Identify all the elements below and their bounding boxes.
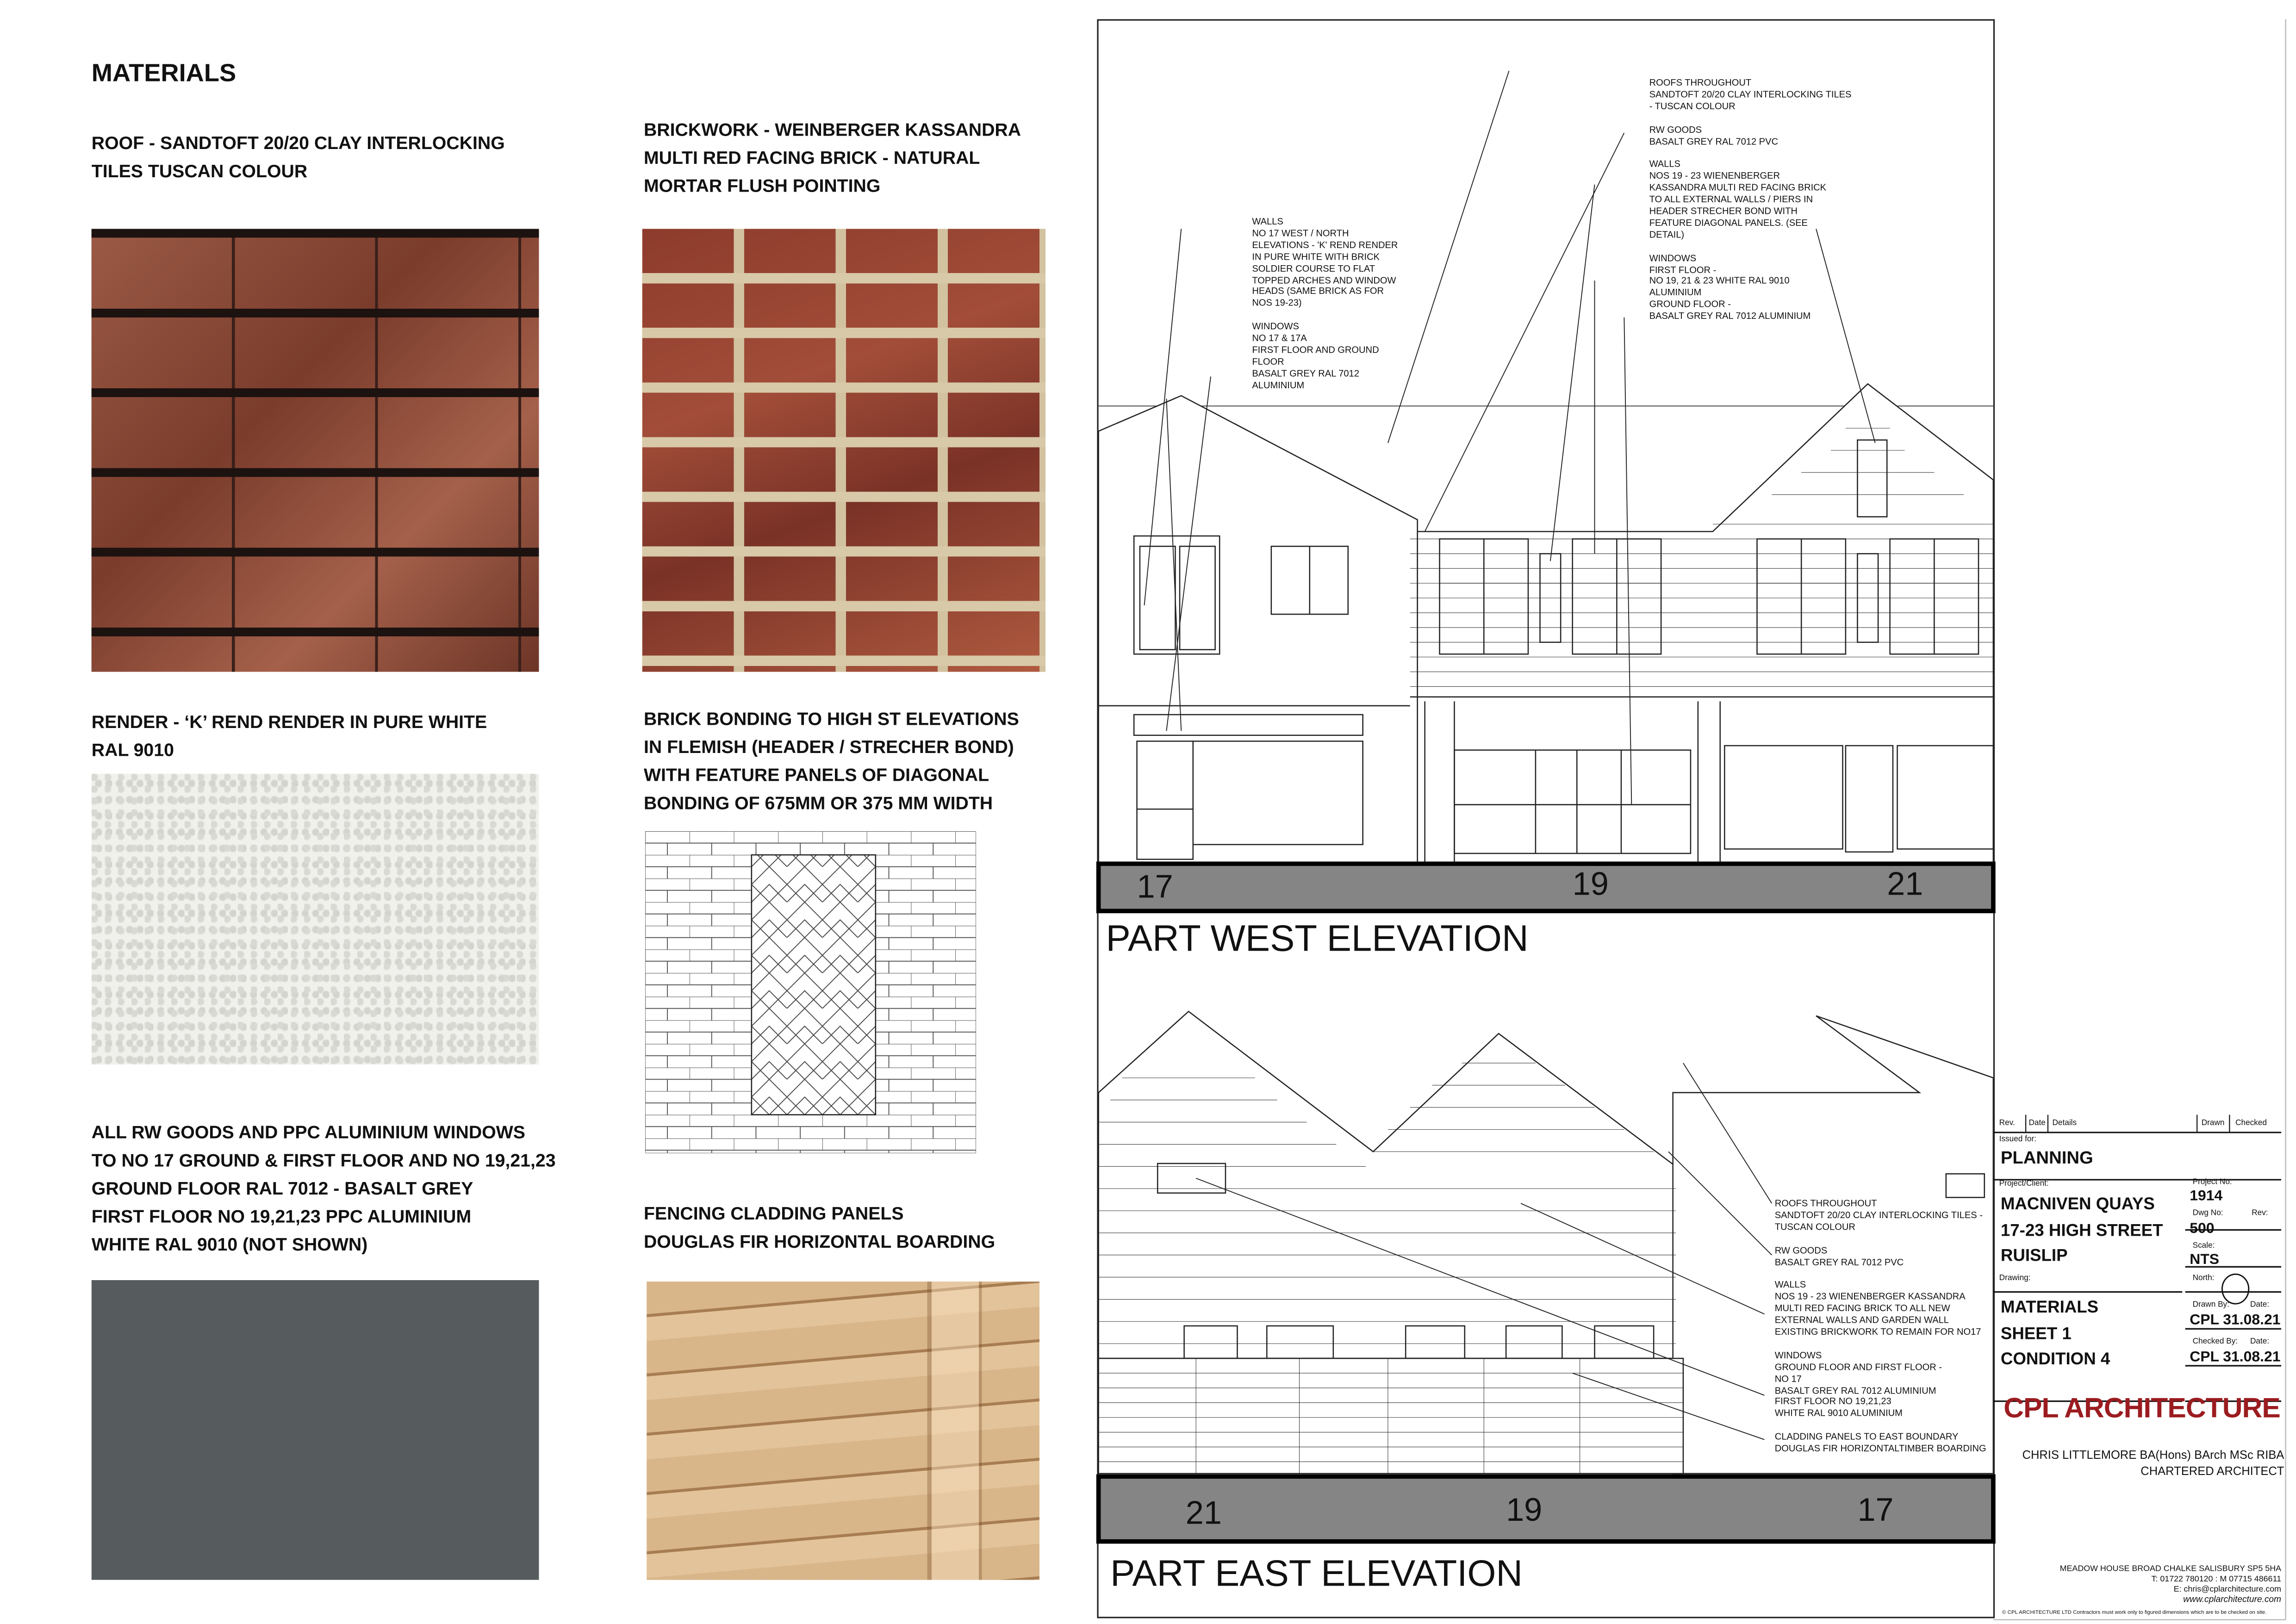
project-label: Project/Client:	[1999, 1180, 2049, 1189]
bond-label: BRICK BONDING TO HIGH ST ELEVATIONS IN F…	[643, 709, 1019, 814]
title-block-lines	[1993, 1114, 2282, 1402]
project-no-value: 1914	[2190, 1188, 2223, 1205]
fencing-label: FENCING CLADDING PANELS DOUGLAS FIR HORI…	[643, 1203, 996, 1252]
east-elevation-title: PART EAST ELEVATION	[1110, 1553, 1523, 1595]
scale-value: NTS	[2190, 1252, 2220, 1269]
scale-label: Scale:	[2192, 1242, 2215, 1251]
east-number-19: 19	[1506, 1491, 1543, 1528]
drawn-by-label: Drawn By:	[2192, 1300, 2229, 1310]
roof-tile-photo	[91, 229, 539, 672]
west-number-17: 17	[1137, 868, 1173, 905]
date-header: Date	[2028, 1119, 2046, 1128]
project-no-label: Project No:	[2192, 1178, 2232, 1188]
firm-logo: CPL ARCHITECTURE	[2004, 1394, 2281, 1425]
checked-by-label: Checked By:	[2192, 1338, 2238, 1347]
rev-header: Rev.	[1999, 1119, 2015, 1128]
brick-bond-diagram	[645, 831, 976, 1153]
west-elevation	[1096, 70, 1996, 914]
email-link[interactable]: E: chris@cplarchitecture.com	[2173, 1586, 2282, 1595]
west-note-no17: WALLS NO 17 WEST / NORTH ELEVATIONS - 'K…	[1252, 217, 1398, 391]
drawn-date-label: Date:	[2250, 1300, 2270, 1310]
roof-label: ROOF - SANDTOFT 20/20 CLAY INTERLOCKING …	[91, 133, 505, 182]
drawing-value: MATERIALS SHEET 1 CONDITION 4	[2000, 1299, 2110, 1369]
checked-by-value: CPL 31.08.21	[2190, 1349, 2281, 1366]
issued-for-label: Issued for:	[1999, 1135, 2036, 1145]
render-photo	[91, 773, 539, 1065]
issued-for-value: PLANNING	[2000, 1147, 2093, 1168]
west-note-main: ROOFS THROUGHOUT SANDTOFT 20/20 CLAY INT…	[1649, 78, 1852, 322]
address: MEADOW HOUSE BROAD CHALKE SALISBURY SP5 …	[2060, 1565, 2282, 1574]
east-note: ROOFS THROUGHOUT SANDTOFT 20/20 CLAY INT…	[1774, 1199, 1986, 1455]
website-link[interactable]: www.cplarchitecture.com	[2183, 1596, 2282, 1605]
drawing-label: Drawing:	[1999, 1274, 2031, 1283]
drawn-header: Drawn	[2201, 1119, 2225, 1128]
brick-photo	[642, 229, 1045, 672]
west-elevation-title: PART WEST ELEVATION	[1106, 918, 1529, 960]
render-label: RENDER - ‘K’ REND RENDER IN PURE WHITE R…	[91, 711, 487, 761]
rev-label: Rev:	[2252, 1209, 2268, 1218]
timber-cladding-photo	[647, 1282, 1039, 1580]
phone: T: 01722 780120 : M 07715 486611	[2151, 1575, 2282, 1585]
basalt-grey-swatch	[91, 1280, 539, 1580]
architect-title: CHARTERED ARCHITECT	[2140, 1464, 2284, 1478]
details-header: Details	[2052, 1119, 2077, 1128]
rw-goods-label: ALL RW GOODS AND PPC ALUMINIUM WINDOWS T…	[91, 1122, 556, 1255]
architect-name: CHRIS LITTLEMORE BA(Hons) BArch MSc RIBA	[2022, 1448, 2284, 1462]
north-label: North:	[2192, 1274, 2215, 1283]
dwg-no-label: Dwg No:	[2192, 1209, 2223, 1218]
copyright-note: © CPL ARCHITECTURE LTD Contractors must …	[2002, 1609, 2267, 1616]
dwg-no-value: 500	[2190, 1221, 2215, 1238]
drawn-by-value: CPL 31.08.21	[2190, 1313, 2281, 1329]
west-number-19: 19	[1572, 865, 1609, 902]
project-value: MACNIVEN QUAYS 17-23 HIGH STREET RUISLIP	[2000, 1196, 2163, 1266]
west-number-21: 21	[1887, 865, 1923, 902]
east-elevation	[1096, 1010, 1996, 1544]
brick-label: BRICKWORK - WEINBERGER KASSANDRA MULTI R…	[643, 119, 1021, 197]
checked-date-label: Date:	[2250, 1338, 2270, 1347]
materials-heading: MATERIALS	[91, 59, 236, 87]
checked-header: Checked	[2235, 1119, 2267, 1128]
east-number-17: 17	[1857, 1491, 1894, 1528]
east-number-21: 21	[1185, 1494, 1222, 1531]
